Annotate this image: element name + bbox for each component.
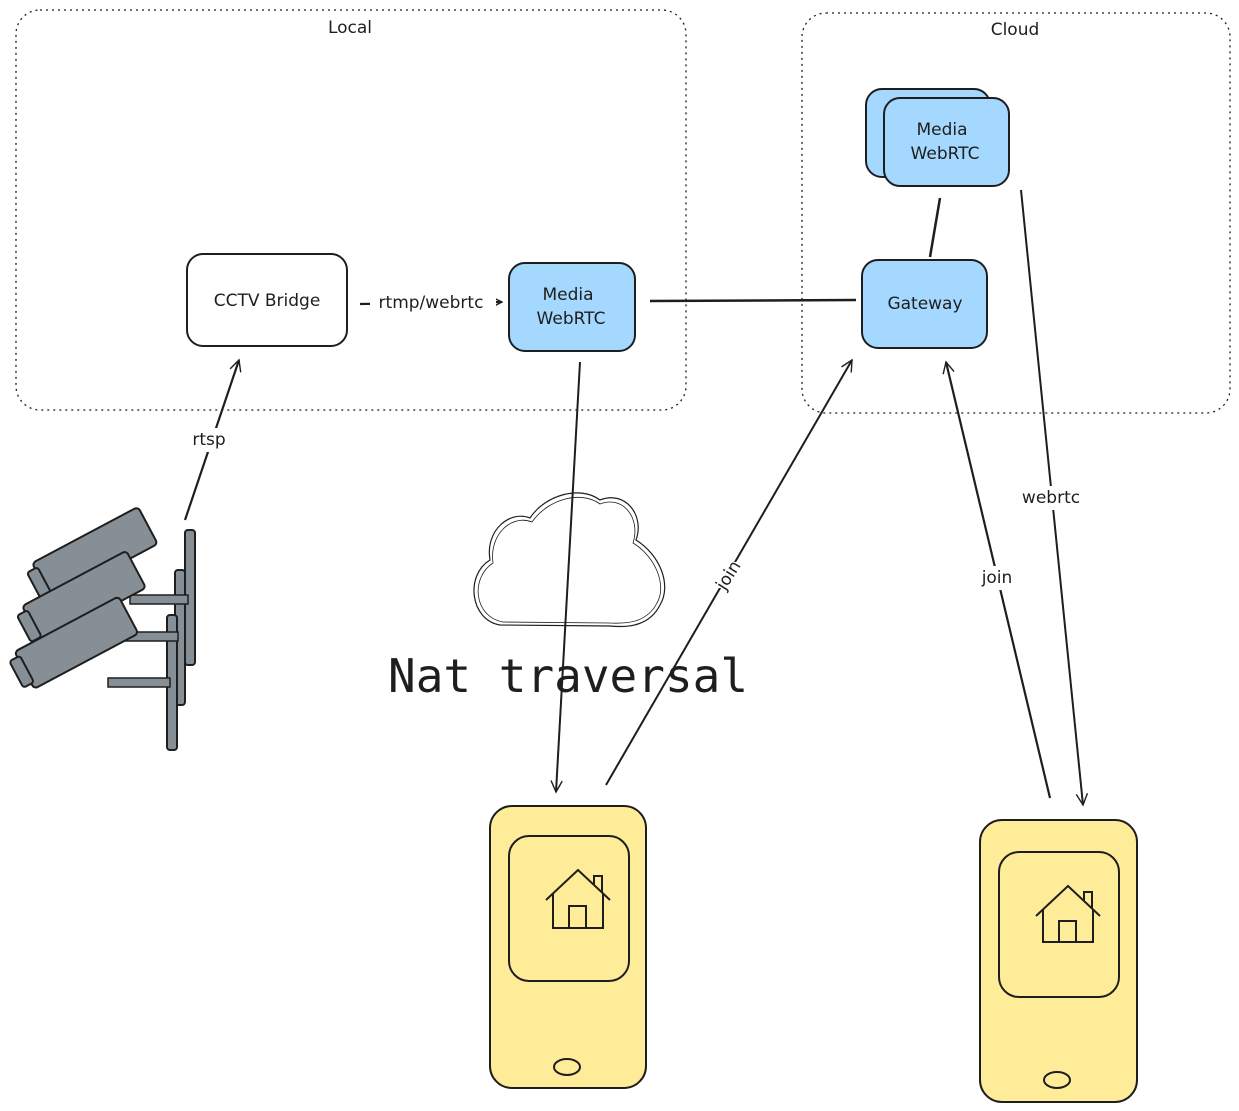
gateway-cloud-media-line (928, 197, 942, 258)
cloud-media-label-line1: Media (916, 120, 967, 140)
cloud-region: Cloud (801, 12, 1231, 414)
local-region-label: Local (328, 18, 372, 38)
nat-traversal-label: Nat traversal (388, 649, 748, 703)
home-icon (1035, 884, 1101, 943)
rtmp-webrtc-label: rtmp/webrtc (379, 293, 484, 313)
join-right-label: join (981, 568, 1013, 588)
cloud-media-label-line2: WebRTC (911, 144, 980, 164)
smartphone-left[interactable] (489, 805, 647, 1089)
rtsp-label: rtsp (192, 430, 225, 450)
local-region: Local (15, 9, 687, 411)
media-gateway-line (649, 298, 857, 303)
local-media-label-line2: WebRTC (537, 309, 606, 329)
nat-traversal-arrow (556, 361, 581, 792)
cloud-icon (473, 492, 666, 628)
gateway-label: Gateway (887, 294, 962, 314)
connections: rtsp rtmp/webrtc join join webrtc (183, 189, 1084, 805)
local-media-label-line1: Media (542, 285, 593, 305)
cloud-region-label: Cloud (991, 20, 1040, 40)
home-icon (545, 868, 611, 929)
gateway-node[interactable]: Gateway (861, 259, 988, 349)
smartphone-right[interactable] (979, 819, 1138, 1103)
webrtc-label: webrtc (1022, 488, 1080, 508)
cloud-media-webrtc-node[interactable]: Media WebRTC (865, 88, 1010, 187)
cctv-bridge-node[interactable]: CCTV Bridge (186, 253, 348, 347)
local-media-webrtc-node[interactable]: Media WebRTC (508, 262, 636, 352)
cctv-bridge-label: CCTV Bridge (214, 291, 321, 311)
cctv-cameras-icon (9, 507, 196, 751)
